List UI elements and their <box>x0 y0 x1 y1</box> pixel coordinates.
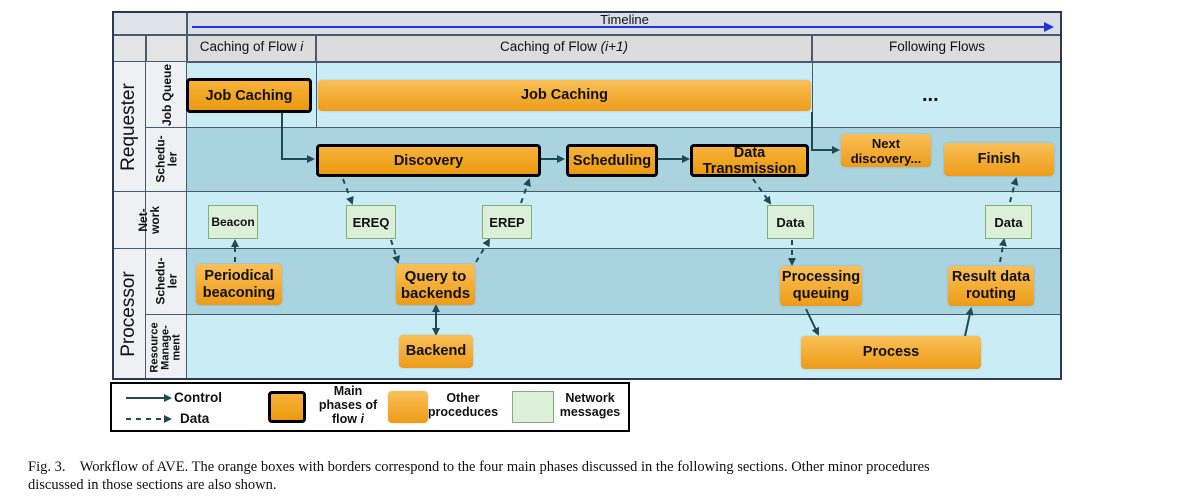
erep-message: EREP <box>482 205 532 239</box>
legend-data-label: Data <box>180 411 210 426</box>
lane-network <box>187 191 1062 248</box>
next-discovery-box: Next discovery... <box>841 134 931 167</box>
label-col-lane <box>146 62 187 380</box>
job-caching-box-1: Job Caching <box>186 78 312 113</box>
phase-header-flow-i: Caching of Flow i <box>187 35 316 62</box>
legend-net-a: Network <box>565 391 615 405</box>
phase-header-flow-i1: Caching of Flow (i+1) <box>316 35 812 62</box>
proc-queue-a: Processing <box>781 269 861 285</box>
phase-header-flow-i1-prefix: Caching of Flow <box>500 39 601 54</box>
legend-main-swatch <box>268 391 306 423</box>
phase-header-flow-i-var: i <box>300 39 304 54</box>
arrow-jobcaching-discovery <box>281 112 315 163</box>
data-transmission-box: Data Transmission <box>690 144 809 177</box>
legend-main-c: flow i <box>312 412 384 426</box>
legend-net-b: messages <box>559 405 621 419</box>
proc-queue-b: queuing <box>792 286 850 302</box>
processing-queuing-box: Processing queuing <box>780 266 862 306</box>
periodical-b: beaconing <box>202 284 276 301</box>
scheduling-box: Scheduling <box>566 144 658 177</box>
diagram-frame <box>112 11 1062 380</box>
result-a: Result data <box>951 269 1031 285</box>
legend-other-swatch <box>388 391 428 423</box>
arrow-process-result <box>964 307 974 337</box>
arrow-erep-discovery <box>520 178 531 204</box>
result-routing-box: Result data routing <box>948 266 1034 306</box>
label-col-group <box>112 62 146 380</box>
legend-network-swatch <box>512 391 554 423</box>
arrow-queue-process <box>805 308 820 336</box>
process-box: Process <box>801 336 981 369</box>
legend-main-text: Main phases of flow i <box>312 384 384 426</box>
result-b: routing <box>966 286 1016 302</box>
lane-proc-scheduler <box>187 248 1062 314</box>
phase-sep-2 <box>812 62 813 127</box>
data-transmission-a: Data <box>733 144 766 161</box>
legend-main-c-var: i <box>360 412 364 426</box>
discovery-box: Discovery <box>316 144 541 177</box>
next-discovery-a: Next <box>871 135 901 151</box>
job-caching-box-2: Job Caching <box>318 80 811 111</box>
legend-main-c-prefix: flow <box>332 412 361 426</box>
data-message-1: Data <box>767 205 814 239</box>
timeline-label: Timeline <box>600 12 649 27</box>
arrow-to-next-discovery <box>811 112 840 154</box>
phase-header-following: Following Flows <box>812 35 1062 62</box>
arrow-discovery-ereq <box>342 178 354 205</box>
legend-main-b: phases of <box>318 398 378 412</box>
arrow-query-erep <box>475 238 491 263</box>
data-transmission-b: Transmission <box>702 160 797 177</box>
caption-line-1: Fig. 3. Workflow of AVE. The orange boxe… <box>28 459 930 475</box>
phase-sep-1 <box>316 62 317 127</box>
periodical-a: Periodical <box>204 267 274 284</box>
arrow-datatx-data <box>752 178 772 205</box>
label-sep-2 <box>112 191 187 192</box>
legend-control-label: Control <box>174 390 222 405</box>
caption-line-2: discussed in those sections are also sho… <box>28 477 277 493</box>
periodical-beaconing-box: Periodical beaconing <box>196 264 282 305</box>
legend-main-a: Main <box>333 384 363 398</box>
label-sep-1 <box>146 127 187 128</box>
ellipsis-text: ... <box>922 84 939 106</box>
backend-box: Backend <box>399 335 473 368</box>
query-b: backends <box>400 284 471 302</box>
query-backends-box: Query to backends <box>396 264 475 305</box>
next-discovery-b: discovery... <box>850 150 922 166</box>
label-sep-4 <box>146 314 187 315</box>
corner-left <box>112 35 146 62</box>
legend-network-text: Network messages <box>556 391 624 419</box>
legend-other-a: Other <box>446 391 480 405</box>
corner-mid <box>146 35 187 62</box>
phase-header-flow-i-prefix: Caching of Flow <box>199 39 301 54</box>
arrow-data-finish <box>1009 177 1019 203</box>
label-sep-3 <box>112 248 187 249</box>
figure-caption: Fig. 3. Workflow of AVE. The orange boxe… <box>28 458 1158 494</box>
arrow-result-data <box>998 238 1007 263</box>
finish-box: Finish <box>944 143 1054 176</box>
phase-header-flow-i1-var: (i+1) <box>600 39 628 54</box>
data-message-2: Data <box>985 205 1032 239</box>
query-a: Query to <box>404 267 467 285</box>
ereq-message: EREQ <box>346 205 396 239</box>
legend-other-text: Other proceduces <box>426 391 500 419</box>
timeline-row <box>187 11 1062 35</box>
arrow-ereq-query <box>390 239 400 264</box>
beacon-message: Beacon <box>208 205 258 239</box>
legend-other-b: proceduces <box>427 405 499 419</box>
